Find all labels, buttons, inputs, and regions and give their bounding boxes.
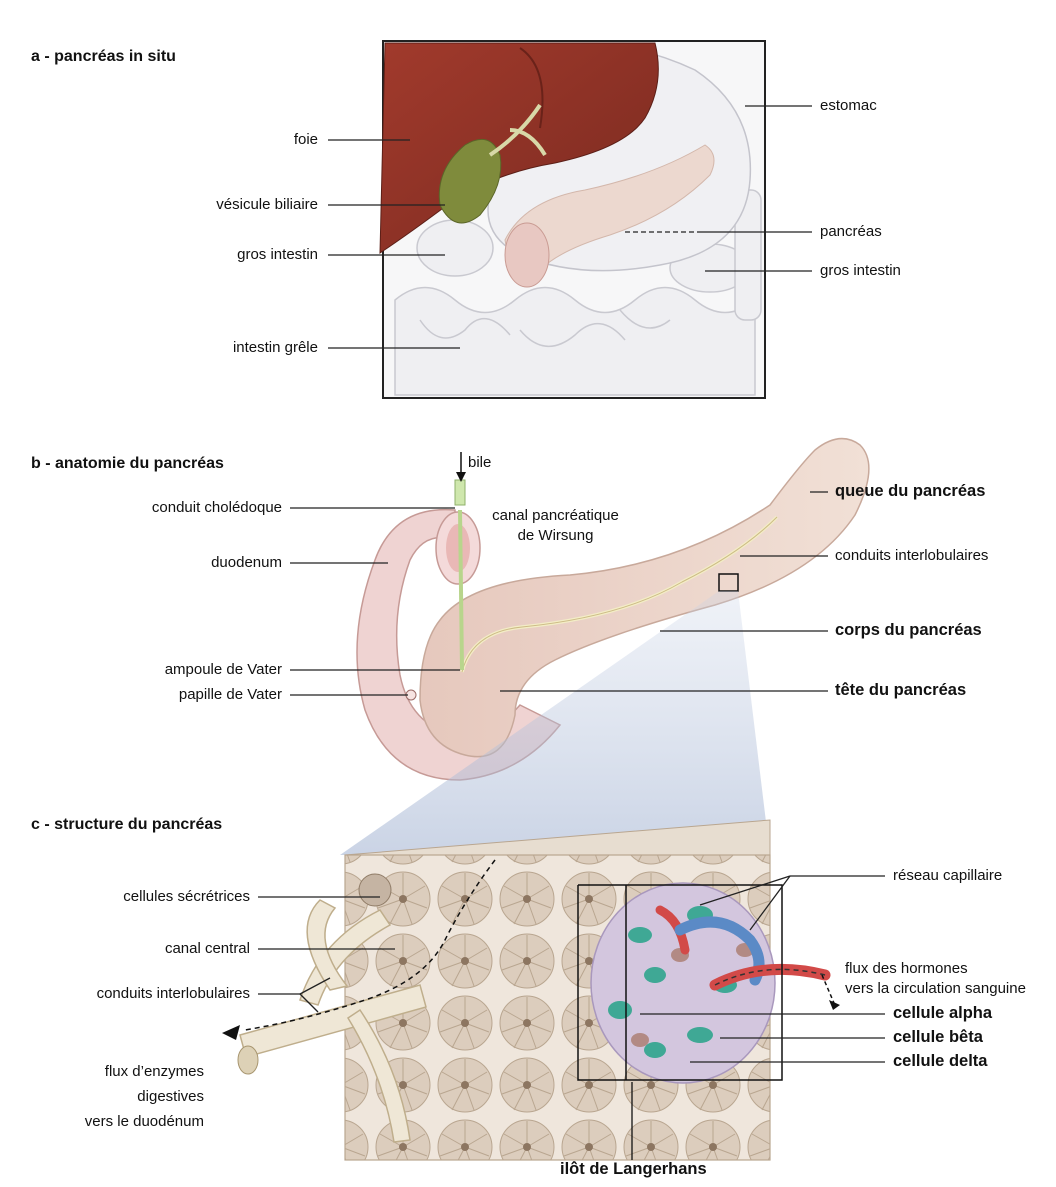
label-canal-line1: canal pancréatique (483, 507, 628, 525)
label-foie: foie (220, 131, 318, 149)
label-cellule-delta: cellule delta (893, 1052, 987, 1070)
label-papille-vater: papille de Vater (100, 686, 282, 704)
label-duodenum: duodenum (100, 554, 282, 572)
label-ilot-langerhans: ilôt de Langerhans (560, 1160, 707, 1178)
label-corps-pancreas: corps du pancréas (835, 621, 982, 639)
label-estomac: estomac (820, 97, 877, 115)
label-conduits-interlobulaires-b: conduits interlobulaires (835, 547, 988, 565)
label-reseau-capillaire: réseau capillaire (893, 867, 1002, 885)
label-bile: bile (468, 454, 491, 472)
label-gros-intestin-right: gros intestin (820, 262, 901, 280)
duodenum-in-situ (505, 223, 549, 287)
label-pancreas: pancréas (820, 223, 882, 241)
label-flux-hormones-2: vers la circulation sanguine (845, 980, 1026, 998)
label-conduit-choledoque: conduit cholédoque (100, 499, 282, 517)
label-flux-enzymes-2: digestives (60, 1088, 204, 1106)
label-conduits-interlobulaires-c: conduits interlobulaires (40, 985, 250, 1003)
panel-c (222, 820, 840, 1160)
label-flux-enzymes-3: vers le duodénum (60, 1113, 204, 1131)
label-flux-hormones-1: flux des hormones (845, 960, 968, 978)
label-canal-line2: de Wirsung (483, 527, 628, 545)
label-ampoule-vater: ampoule de Vater (100, 661, 282, 679)
bile-duct (455, 480, 465, 505)
panel-a (380, 41, 765, 398)
label-vesicule-biliaire: vésicule biliaire (180, 196, 318, 214)
label-canal-central: canal central (60, 940, 250, 958)
central-duct-opening (238, 1046, 258, 1074)
label-tete-pancreas: tête du pancréas (835, 681, 966, 699)
label-cellule-alpha: cellule alpha (893, 1004, 992, 1022)
panel-c-title: c - structure du pancréas (31, 816, 222, 834)
panel-a-title: a - pancréas in situ (31, 48, 176, 66)
label-cellules-secretrices: cellules sécrétrices (60, 888, 250, 906)
label-cellule-beta: cellule bêta (893, 1028, 983, 1046)
panel-b-title: b - anatomie du pancréas (31, 455, 224, 473)
label-intestin-grele: intestin grêle (180, 339, 318, 357)
islet-langerhans (591, 883, 775, 1083)
label-flux-enzymes-1: flux d’enzymes (60, 1063, 204, 1081)
label-gros-intestin-left: gros intestin (180, 246, 318, 264)
secretory-cluster (359, 874, 391, 906)
label-queue-pancreas: queue du pancréas (835, 482, 985, 500)
